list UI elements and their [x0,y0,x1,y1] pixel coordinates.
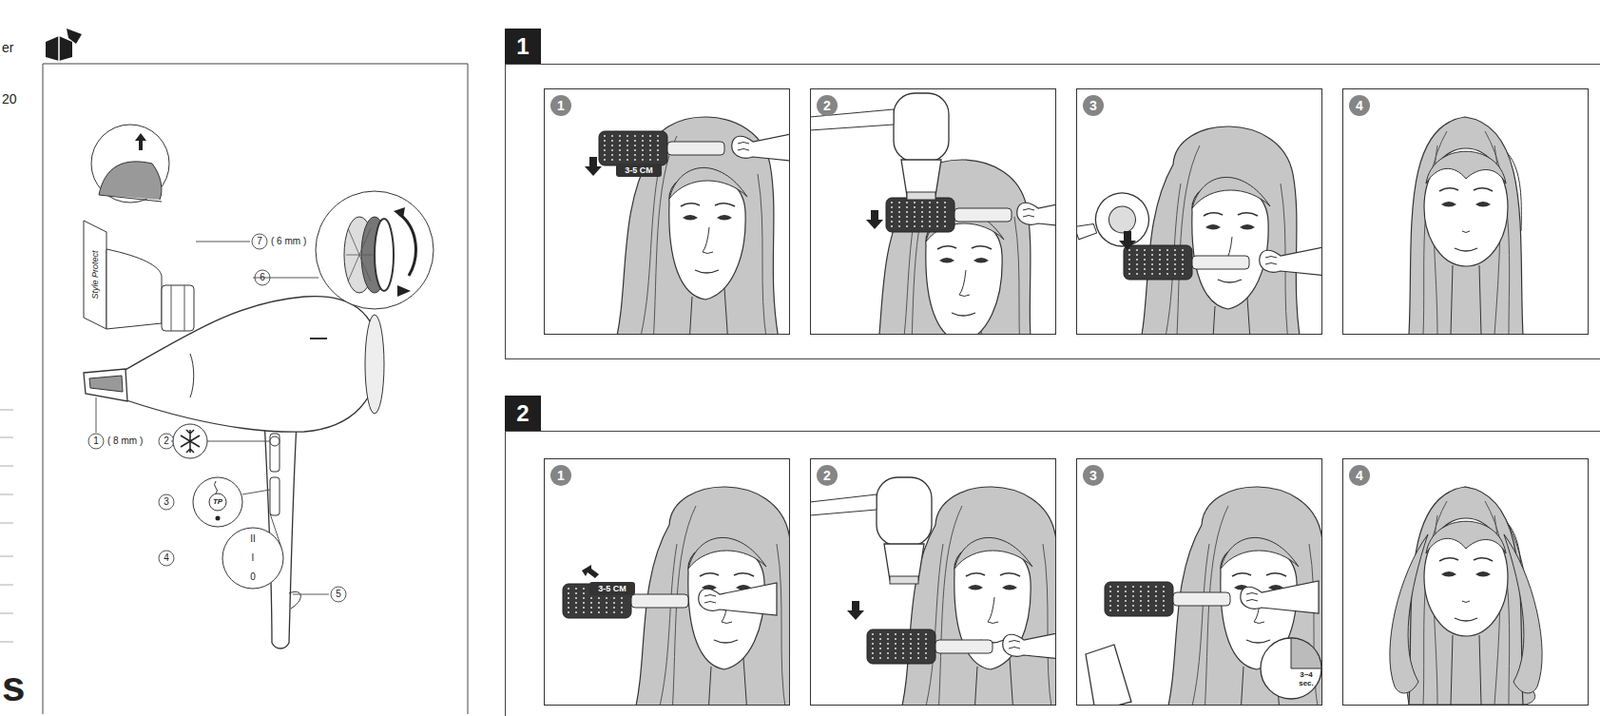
section-number: 2 [504,395,541,431]
margin-text: 20 [1,91,21,109]
concentrator [83,220,194,331]
step-number: 1 [550,95,572,116]
step-panel: 1 [543,458,791,706]
step-panel: 3 [1076,458,1323,706]
dimension: ( 6 mm ) [270,234,319,249]
section-number: 1 [504,28,541,64]
section-border [504,63,1600,360]
distance-label: 3-5 CM [589,581,636,596]
section-border [504,430,1600,716]
dimension: ( 8 mm ) [107,434,155,448]
step-panel: 4 [1342,458,1589,706]
step-panel: 3 [1076,88,1323,335]
time-label: 3~4 sec. [1292,670,1320,690]
step-number: 2 [816,95,838,116]
switch-position: 0 [243,571,263,583]
section-frame: 1 1 2 3 4 [504,28,1600,360]
frame [42,63,468,714]
callout-number: 2 [158,433,174,449]
inset-circle [315,191,434,309]
inset-circle [91,124,170,203]
switch-position: II [243,533,263,545]
section-frame: 2 1 2 3 4 [504,395,1600,716]
callout-number: 5 [330,586,347,602]
margin-text: er [1,39,21,58]
callout-number: 3 [158,494,174,510]
step-number: 4 [1349,464,1370,486]
brand-text: Style Protect [89,236,101,313]
step-panel: 2 [809,88,1057,335]
step-number: 1 [550,464,572,486]
step-number: 3 [1082,464,1104,486]
step-number: 4 [1349,95,1370,116]
step-panel: 1 [543,88,791,335]
box-icon [45,28,82,61]
callout-circle [88,233,347,602]
callout-number: 1 [88,433,104,449]
distance-label: 3-5 CM [616,163,662,177]
switch-position: I [243,552,263,564]
callout-number: 4 [158,550,174,566]
step-number: 3 [1082,95,1104,116]
step-panel: 4 [1342,88,1589,335]
hair-dryer [83,296,385,649]
callout-number: 7 [251,233,268,250]
button-label: TP [210,496,226,508]
margin-text: s [1,665,31,710]
callout-number: 6 [254,269,270,286]
step-panel: 2 [809,458,1057,706]
leader-line [96,241,329,595]
step-number: 2 [816,464,838,486]
